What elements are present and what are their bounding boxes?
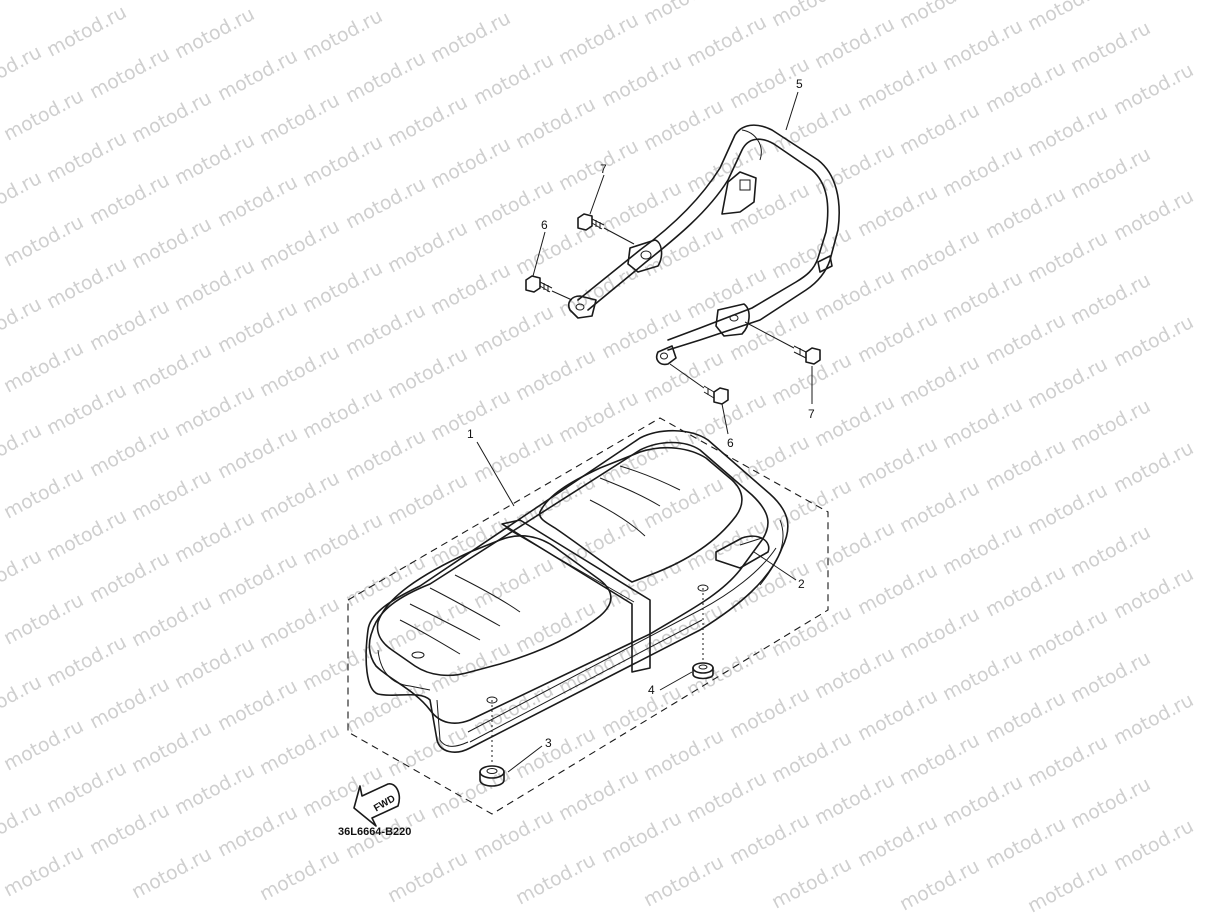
callout-grab-bar: 5 bbox=[796, 77, 803, 91]
callout-bolt-6-right: 6 bbox=[727, 436, 734, 450]
damper-front[interactable] bbox=[479, 696, 505, 787]
grab-bar[interactable] bbox=[567, 124, 840, 366]
callout-damper-front: 3 bbox=[545, 736, 552, 750]
callout-bolt-7-right: 7 bbox=[808, 407, 815, 421]
bolt-6-left[interactable] bbox=[525, 275, 573, 301]
callout-seat: 1 bbox=[467, 427, 474, 441]
bolt-6-right[interactable] bbox=[669, 363, 729, 405]
callout-bolt-7-left: 7 bbox=[600, 162, 607, 176]
bolt-7-left[interactable] bbox=[577, 213, 635, 245]
diagram-code: 36L6664-B220 bbox=[338, 826, 412, 838]
seat-assembly-boundary bbox=[347, 417, 829, 815]
callout-bolt-6-left: 6 bbox=[541, 218, 548, 232]
callout-emblem: 2 bbox=[798, 577, 805, 591]
fwd-label: FWD bbox=[372, 793, 397, 814]
callout-damper-rear: 4 bbox=[648, 683, 655, 697]
damper-rear[interactable] bbox=[692, 584, 714, 680]
fwd-arrow-icon: FWD bbox=[353, 783, 401, 827]
leader-lines bbox=[476, 91, 813, 773]
seat[interactable] bbox=[365, 429, 789, 753]
bolt-7-right[interactable] bbox=[744, 321, 821, 365]
